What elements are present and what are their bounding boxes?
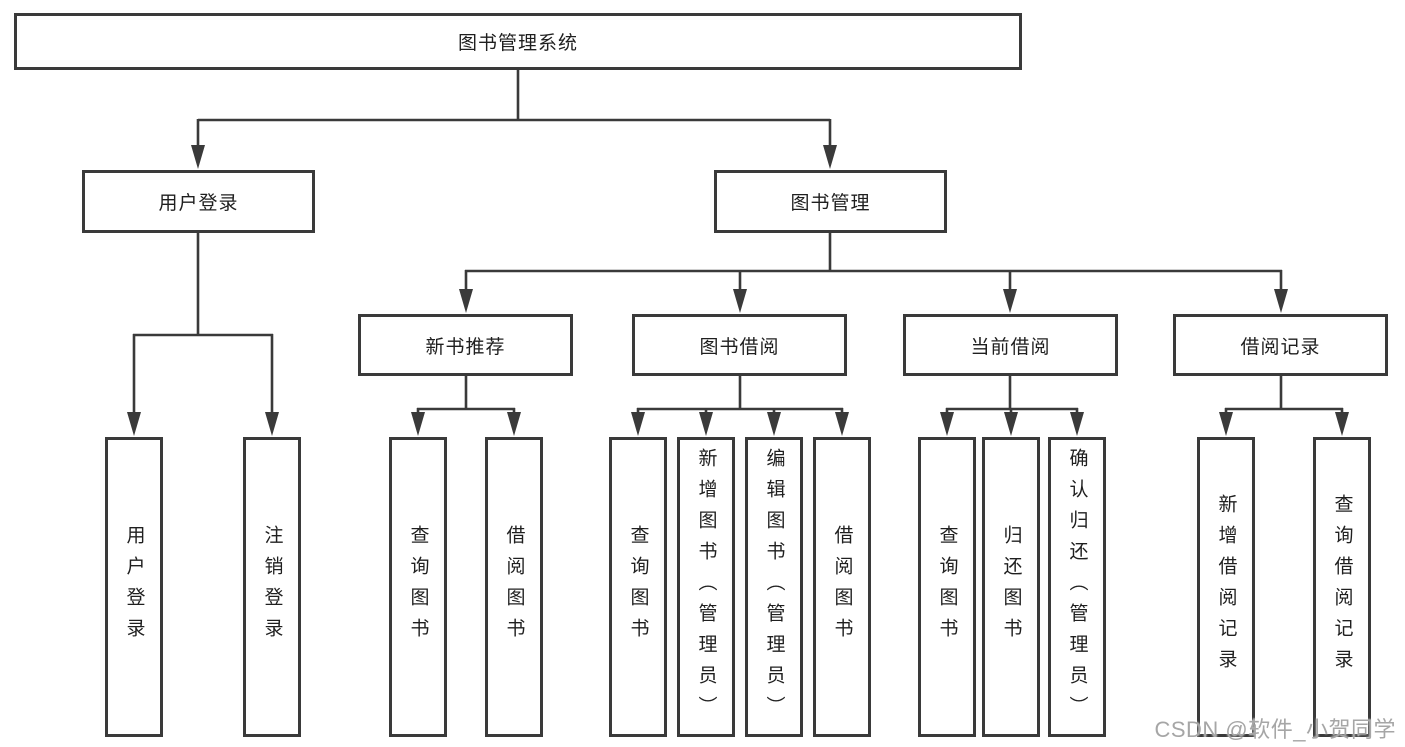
leaf-logout: 注销登录 xyxy=(243,437,301,737)
leaf-add-borrow-record: 新增借阅记录 xyxy=(1197,437,1255,737)
leaf-user-login: 用户登录 xyxy=(105,437,163,737)
connector-root-to-level2 xyxy=(191,70,837,169)
arrowhead xyxy=(265,412,279,436)
connector-current-borrow-to-leaves xyxy=(940,376,1084,436)
arrowhead xyxy=(411,412,425,436)
node-borrowing-records-label: 借阅记录 xyxy=(1240,336,1321,358)
leaf-query-books-2: 查询图书 xyxy=(609,437,667,737)
leaf-return-books: 归还图书 xyxy=(982,437,1040,737)
leaf-edit-books-admin: 编辑图书（管理员） xyxy=(745,437,803,737)
connector-borrow-records-to-leaves xyxy=(1219,376,1349,436)
arrowhead xyxy=(1003,289,1017,313)
arrowhead xyxy=(1219,412,1233,436)
connector-book-mgmt-to-level3 xyxy=(459,233,1288,313)
arrowhead xyxy=(1335,412,1349,436)
leaf-borrow-books-1-label: 借阅图书 xyxy=(503,525,525,649)
leaf-query-books-1-label: 查询图书 xyxy=(407,525,429,649)
arrowhead xyxy=(631,412,645,436)
leaf-logout-label: 注销登录 xyxy=(261,525,283,649)
arrowhead xyxy=(507,412,521,436)
leaf-query-books-3: 查询图书 xyxy=(918,437,976,737)
leaf-query-borrow-record-label: 查询借阅记录 xyxy=(1331,494,1353,680)
node-new-book-recommend: 新书推荐 xyxy=(358,314,573,376)
arrowhead xyxy=(191,145,205,169)
arrowhead xyxy=(733,289,747,313)
arrowhead xyxy=(1004,412,1018,436)
arrowhead xyxy=(127,412,141,436)
leaf-edit-books-admin-label: 编辑图书（管理员） xyxy=(763,447,785,727)
arrowhead xyxy=(835,412,849,436)
node-current-borrowing-label: 当前借阅 xyxy=(970,336,1051,358)
arrowhead xyxy=(767,412,781,436)
node-new-book-recommend-label: 新书推荐 xyxy=(425,336,506,358)
csdn-watermark: CSDN @软件_小贺同学 xyxy=(1154,717,1396,742)
leaf-add-borrow-record-label: 新增借阅记录 xyxy=(1215,494,1237,680)
leaf-query-books-2-label: 查询图书 xyxy=(627,525,649,649)
leaf-add-books-admin-label: 新增图书（管理员） xyxy=(695,447,717,727)
arrowhead xyxy=(1274,289,1288,313)
leaf-return-books-label: 归还图书 xyxy=(1000,525,1022,649)
leaf-confirm-return-admin: 确认归还（管理员） xyxy=(1048,437,1106,737)
node-borrowing-records: 借阅记录 xyxy=(1173,314,1388,376)
connector-book-borrow-to-leaves xyxy=(631,376,849,436)
leaf-user-login-label: 用户登录 xyxy=(123,525,145,649)
node-current-borrowing: 当前借阅 xyxy=(903,314,1118,376)
leaf-borrow-books-2-label: 借阅图书 xyxy=(831,525,853,649)
leaf-borrow-books-1: 借阅图书 xyxy=(485,437,543,737)
arrowhead xyxy=(1070,412,1084,436)
arrowhead xyxy=(823,145,837,169)
arrowhead xyxy=(940,412,954,436)
node-book-borrowing-label: 图书借阅 xyxy=(699,336,780,358)
node-user-login-label: 用户登录 xyxy=(158,193,239,214)
node-book-management-label: 图书管理 xyxy=(790,193,871,214)
node-book-borrowing: 图书借阅 xyxy=(632,314,847,376)
leaf-borrow-books-2: 借阅图书 xyxy=(813,437,871,737)
leaf-query-books-1: 查询图书 xyxy=(389,437,447,737)
arrowhead xyxy=(459,289,473,313)
node-user-login: 用户登录 xyxy=(82,170,315,233)
leaf-add-books-admin: 新增图书（管理员） xyxy=(677,437,735,737)
arrowhead xyxy=(699,412,713,436)
connector-new-book-rec-to-leaves xyxy=(411,376,521,436)
leaf-query-books-3-label: 查询图书 xyxy=(936,525,958,649)
node-library-system-label: 图书管理系统 xyxy=(457,33,578,54)
leaf-query-borrow-record: 查询借阅记录 xyxy=(1313,437,1371,737)
connector-user-login-to-leaves xyxy=(127,233,279,436)
node-book-management: 图书管理 xyxy=(714,170,947,233)
leaf-confirm-return-admin-label: 确认归还（管理员） xyxy=(1066,447,1088,727)
node-library-system: 图书管理系统 xyxy=(14,13,1022,70)
